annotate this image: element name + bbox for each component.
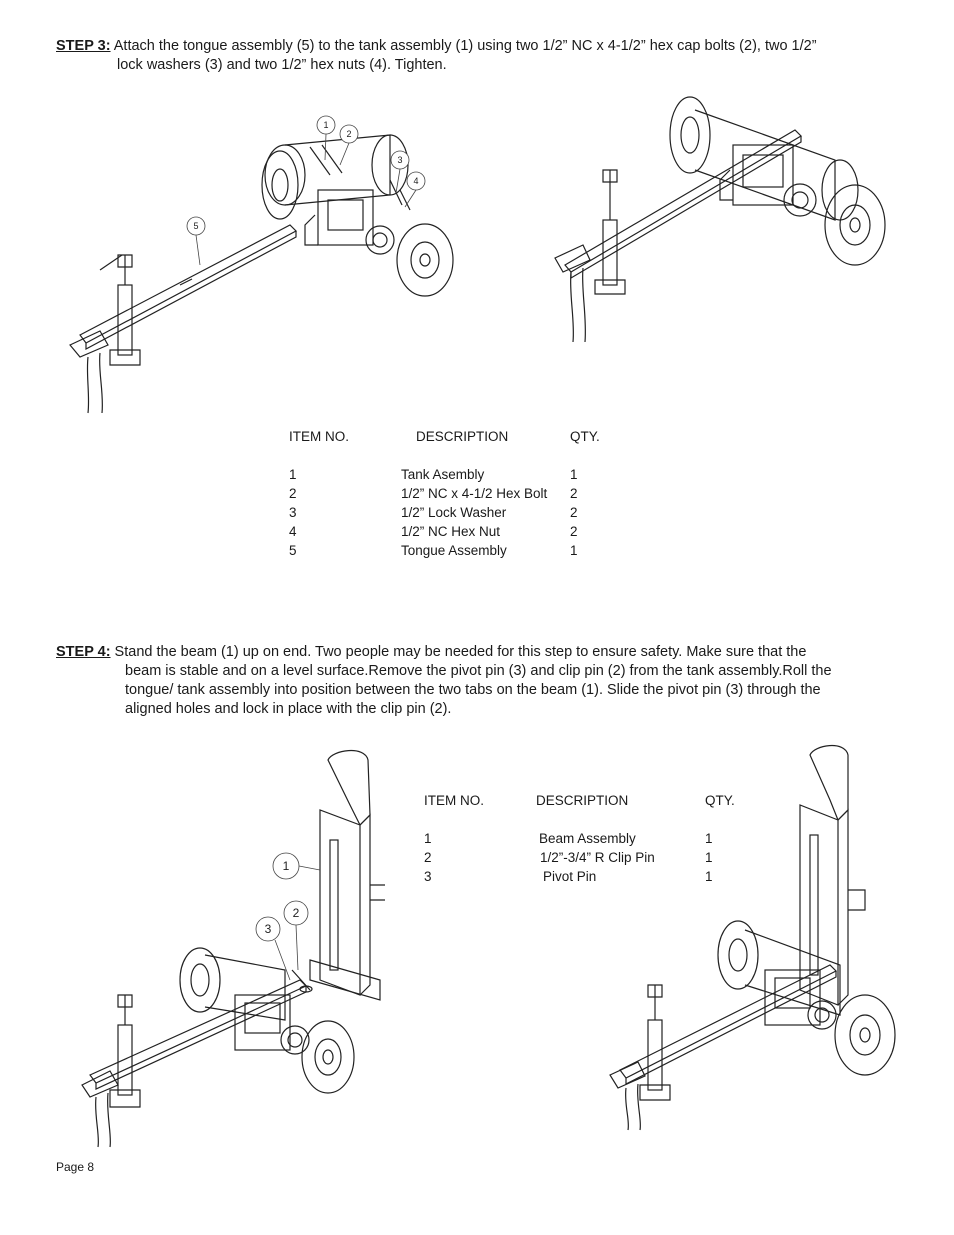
step-3-parts-table: ITEM NO. DESCRIPTION QTY. 1 Tank Asembly…: [289, 427, 619, 560]
cell-qty: 1: [570, 467, 578, 482]
cell-item: 1: [289, 467, 297, 482]
table-spacer: [289, 446, 619, 465]
callout-4-2: 2: [293, 906, 300, 920]
step-4-text-line-3: tongue/ tank assembly into position betw…: [125, 682, 821, 698]
callout-4-1: 1: [283, 859, 290, 873]
step-3-text-line-1: Attach the tongue assembly (5) to the ta…: [110, 38, 817, 54]
header-description: DESCRIPTION: [536, 793, 629, 808]
cell-description: 1/2” NC x 4-1/2 Hex Bolt: [401, 486, 548, 501]
cell-qty: 1: [705, 869, 713, 884]
table-header: ITEM NO. DESCRIPTION QTY.: [289, 427, 619, 446]
cell-description: 1/2” Lock Washer: [401, 505, 507, 520]
table-header: ITEM NO. DESCRIPTION QTY.: [424, 791, 754, 810]
cell-qty: 1: [570, 543, 578, 558]
cell-description: Beam Assembly: [539, 831, 636, 846]
cell-qty: 1: [705, 850, 713, 865]
header-qty: QTY.: [705, 793, 735, 808]
table-row: 4 1/2” NC Hex Nut 2: [289, 522, 619, 541]
cell-item: 2: [424, 850, 432, 865]
callout-3-1: 1: [323, 120, 328, 130]
cell-item: 2: [289, 486, 297, 501]
cell-description: Tongue Assembly: [401, 543, 507, 558]
cell-qty: 2: [570, 524, 578, 539]
step-4-assembled-drawing: [609, 745, 896, 1131]
table-row: 5 Tongue Assembly 1: [289, 541, 619, 560]
step-3-label: STEP 3:: [56, 38, 111, 54]
table-row: 3 1/2” Lock Washer 2: [289, 503, 619, 522]
step-3-assembled-drawing: [554, 96, 886, 343]
step-4-exploded-drawing: 1 2 3: [81, 750, 385, 1148]
step-3-exploded-drawing: 1 2 3 4 5: [69, 115, 454, 414]
step-4-label: STEP 4:: [56, 644, 111, 660]
step-4-callouts: [255, 852, 321, 981]
cell-description: 1/2” NC Hex Nut: [401, 524, 501, 539]
cell-item: 5: [289, 543, 297, 558]
step-4-text-line-4: aligned holes and lock in place with the…: [125, 701, 452, 717]
table-row: 1 Beam Assembly 1: [424, 829, 754, 848]
cell-description: Tank Asembly: [401, 467, 485, 482]
table-row: 3 Pivot Pin 1: [424, 867, 754, 886]
table-row: 2 1/2” NC x 4-1/2 Hex Bolt 2: [289, 484, 619, 503]
step-4-instructions: STEP 4: Stand the beam (1) up on end. Tw…: [56, 643, 916, 719]
callout-4-3: 3: [265, 922, 272, 936]
cell-description: 1/2”-3/4” R Clip Pin: [540, 850, 655, 865]
page-number: Page 8: [56, 1160, 95, 1174]
cell-item: 1: [424, 831, 432, 846]
step-3-callouts: [186, 115, 426, 266]
table-spacer: [424, 810, 754, 829]
callout-3-3: 3: [397, 155, 402, 165]
callout-3-5: 5: [193, 221, 198, 231]
callout-3-2: 2: [346, 129, 351, 139]
header-qty: QTY.: [570, 429, 600, 444]
step-3-instructions: STEP 3: Attach the tongue assembly (5) t…: [56, 37, 916, 75]
table-row: 2 1/2”-3/4” R Clip Pin 1: [424, 848, 754, 867]
cell-item: 3: [289, 505, 297, 520]
step-4-parts-table: ITEM NO. DESCRIPTION QTY. 1 Beam Assembl…: [424, 791, 754, 886]
cell-item: 3: [424, 869, 432, 884]
cell-qty: 1: [705, 831, 713, 846]
header-item-no: ITEM NO.: [424, 793, 484, 808]
callout-3-4: 4: [413, 176, 418, 186]
cell-qty: 2: [570, 486, 578, 501]
header-item-no: ITEM NO.: [289, 429, 349, 444]
cell-item: 4: [289, 524, 297, 539]
step-4-text-line-1: Stand the beam (1) up on end. Two people…: [110, 644, 807, 660]
header-description: DESCRIPTION: [416, 429, 509, 444]
cell-qty: 2: [570, 505, 578, 520]
table-row: 1 Tank Asembly 1: [289, 465, 619, 484]
step-3-text-line-2: lock washers (3) and two 1/2” hex nuts (…: [117, 57, 447, 73]
cell-description: Pivot Pin: [543, 869, 597, 884]
step-4-text-line-2: beam is stable and on a level surface.Re…: [125, 663, 832, 679]
